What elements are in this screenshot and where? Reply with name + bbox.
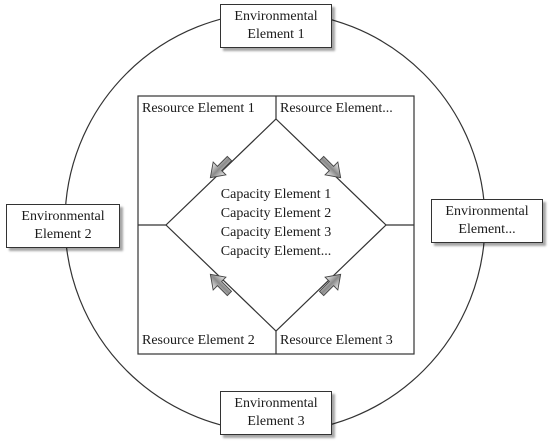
arrow-top-right: [318, 155, 342, 179]
environmental-element-bottom: Environmental Element 3: [220, 391, 332, 435]
environmental-element-right-line1: Environmental: [445, 204, 529, 219]
capacity-element-item: Capacity Element 2: [220, 206, 332, 221]
capacity-element-list: Capacity Element 1 Capacity Element 2 Ca…: [210, 185, 342, 261]
environmental-element-top-line1: Environmental: [234, 9, 318, 24]
resource-element-bottom-right: Resource Element 3: [280, 333, 393, 348]
environmental-element-right: Environmental Element...: [431, 199, 543, 243]
environmental-element-bottom-line2: Element 3: [247, 414, 305, 429]
arrow-bottom-right: [318, 273, 342, 297]
environmental-element-left-line2: Element 2: [34, 227, 92, 242]
capacity-element-item: Capacity Element 1: [220, 187, 332, 202]
environmental-element-left-line1: Environmental: [21, 209, 105, 224]
resource-element-top-right: Resource Element...: [280, 101, 393, 116]
arrow-bottom-left: [209, 273, 233, 297]
environmental-element-left: Environmental Element 2: [6, 204, 120, 248]
environmental-element-bottom-line1: Environmental: [234, 396, 318, 411]
arrow-top-left: [209, 155, 233, 179]
capacity-element-item: Capacity Element 3: [220, 225, 332, 240]
resource-element-top-left: Resource Element 1: [142, 101, 255, 116]
resource-element-bottom-left: Resource Element 2: [142, 333, 255, 348]
environmental-element-right-line2: Element...: [458, 222, 516, 237]
environmental-element-top: Environmental Element 1: [220, 4, 332, 48]
capacity-element-item: Capacity Element...: [220, 244, 332, 259]
environmental-element-top-line2: Element 1: [247, 27, 305, 42]
